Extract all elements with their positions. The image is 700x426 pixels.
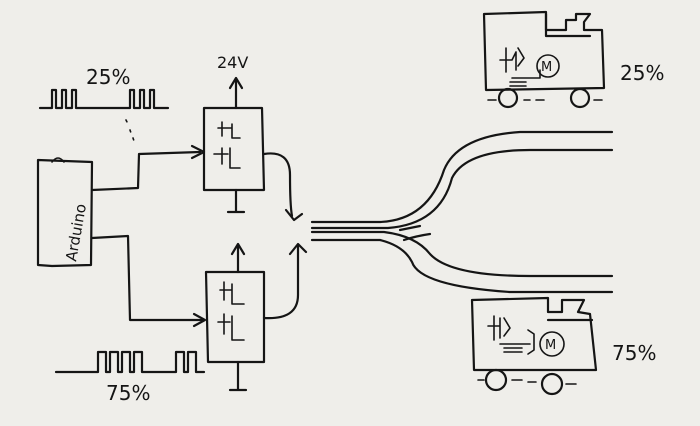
supply-voltage-label: 24V [217,53,248,72]
pwm-signal-bottom: 75% [54,350,206,405]
motor-driver-bottom [204,242,308,392]
locomotive-bottom: M 75% [470,296,656,396]
locomotive-top: M 25% [482,10,664,109]
arduino-label: Arduino [62,202,90,262]
arduino-top-wire [90,119,206,192]
motor-driver-top: 24V [202,53,304,222]
arduino-board: Arduino [36,157,94,268]
pwm-signal-top: 25% [38,65,170,110]
track-junction [310,130,614,294]
arduino-bottom-wire [90,234,207,328]
motor-label-top: M [541,60,552,75]
pwm-top-duty-label: 25% [86,65,130,89]
train-bottom-speed-label: 75% [612,341,656,365]
train-top-speed-label: 25% [620,61,664,85]
motor-label-bottom: M [545,338,556,353]
pwm-bottom-duty-label: 75% [106,381,150,405]
